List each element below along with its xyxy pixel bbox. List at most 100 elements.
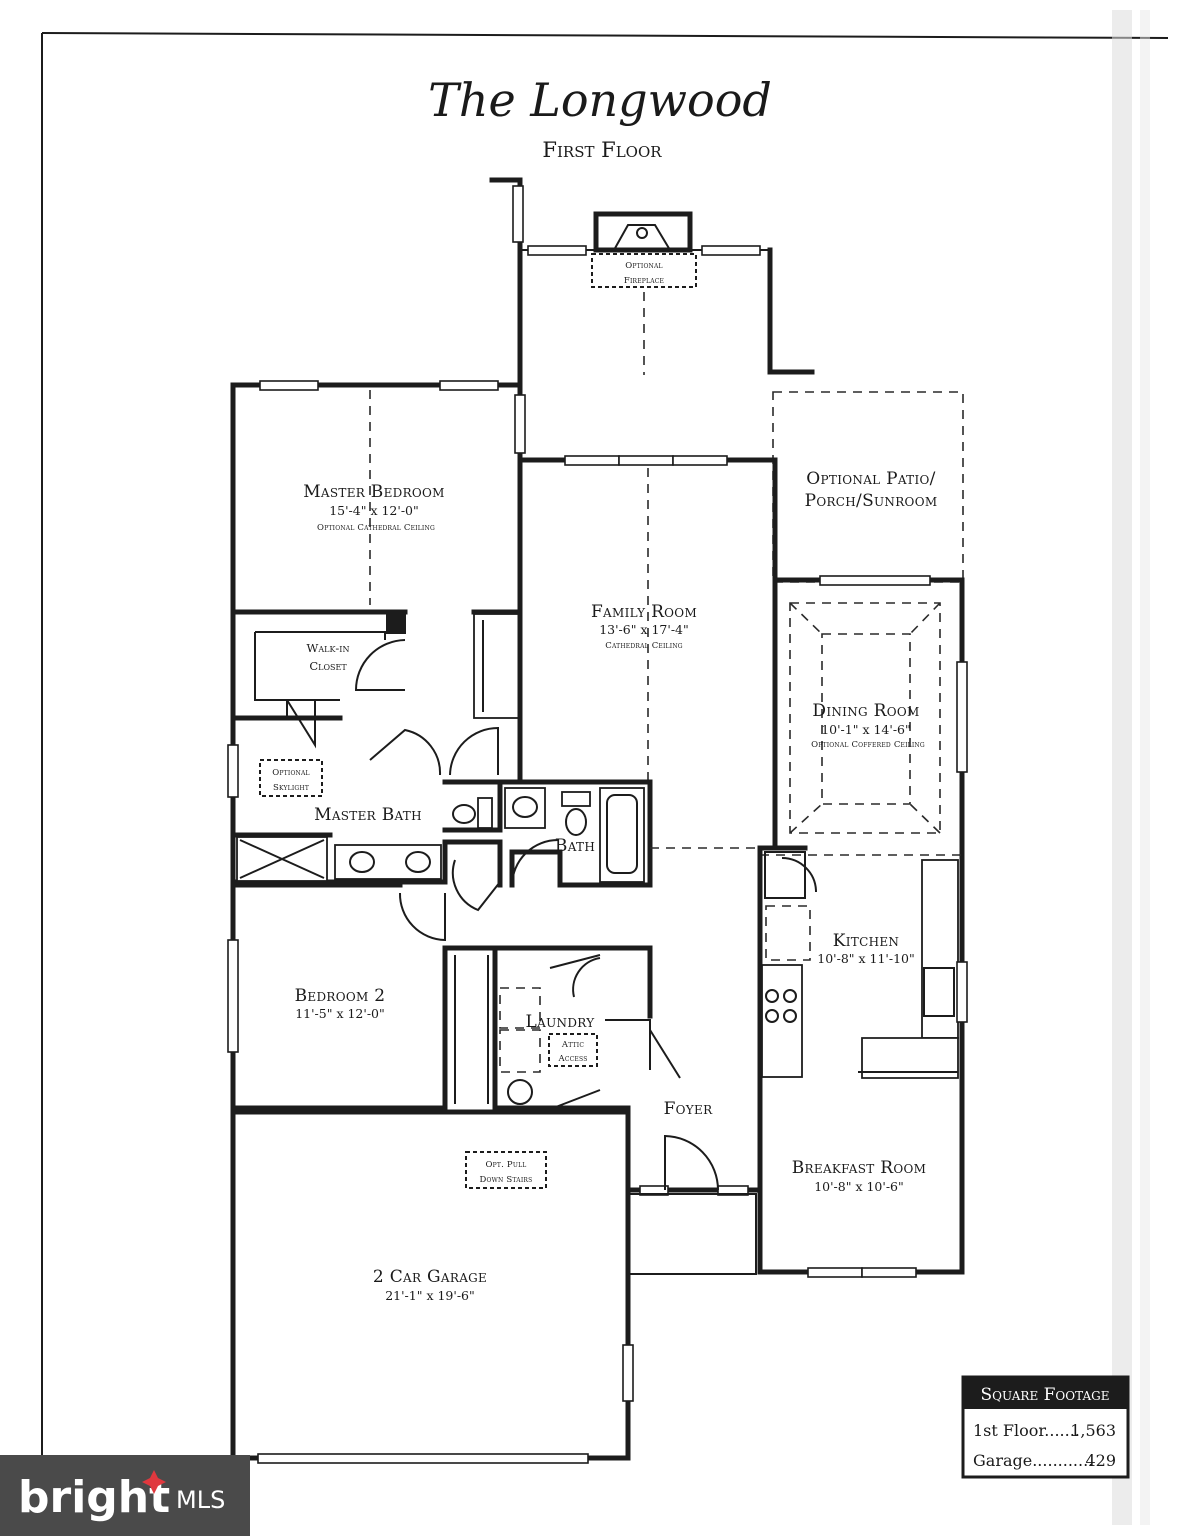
window	[512, 185, 524, 243]
coffered-outer	[789, 602, 941, 834]
logo-brand: bright	[18, 1472, 170, 1523]
bedroom2-walls	[230, 882, 448, 1111]
master-bath-name: Master Bath	[314, 805, 422, 825]
scan-edge-shading-2	[1140, 10, 1150, 1525]
bath-door-swing	[511, 839, 559, 886]
bright-mls-logo: bright MLS	[0, 1455, 250, 1536]
pulldown-label-1: Opt. Pull	[486, 1160, 527, 1170]
sink	[405, 851, 431, 873]
attic-label-2: Access	[557, 1054, 587, 1064]
master-bedroom-note: Optional Cathedral Ceiling	[317, 523, 435, 533]
sink	[349, 851, 375, 873]
skylight-label-2: Skylight	[273, 783, 309, 793]
kitchen-walls	[757, 845, 808, 1275]
bedroom2-door-swing	[398, 892, 446, 942]
front-door-swing	[664, 1134, 719, 1191]
dining-room-dims: 10'-1" x 14'-6"	[821, 722, 911, 737]
burner	[765, 1009, 779, 1023]
shower-drain-lines	[239, 839, 325, 879]
coffered-diagonals	[789, 602, 941, 834]
fireplace-label-1: Optional	[625, 261, 662, 271]
bedroom2-dims: 11'-5" x 12'-0"	[295, 1006, 385, 1021]
laundry-door-2	[547, 1089, 601, 1111]
logo-star-icon	[142, 1470, 166, 1494]
toilet-tank	[477, 797, 493, 829]
breakfast-room-name: Breakfast Room	[792, 1158, 926, 1178]
garage-door	[257, 1453, 589, 1464]
dining-room-note: Optional Coffered Ceiling	[811, 740, 925, 750]
window	[514, 394, 526, 454]
bathtub-basin	[606, 794, 638, 874]
window	[618, 455, 674, 466]
window	[672, 455, 728, 466]
sqft-row-label-1: 1st Floor.......	[973, 1421, 1080, 1440]
burner	[783, 1009, 797, 1023]
sqft-row-value-1: 1,563	[1070, 1421, 1116, 1440]
garage-name: 2 Car Garage	[373, 1267, 487, 1287]
bath-door-swing	[369, 728, 442, 776]
window	[227, 744, 239, 798]
foyer-walls	[597, 1105, 763, 1193]
closet-door-2	[286, 699, 316, 749]
window	[819, 575, 931, 586]
logo-background	[0, 1455, 250, 1536]
bath-name: Bath	[555, 836, 595, 856]
window	[227, 939, 239, 1053]
kitchen-sink	[923, 967, 955, 1017]
square-footage-table: Square Footage 1st Floor....... 1,563 Ga…	[961, 1375, 1130, 1479]
master-bedroom-name: Master Bedroom	[303, 482, 445, 502]
window	[259, 380, 319, 391]
master-bath-walls	[230, 832, 503, 888]
family-room-note: Cathedral Ceiling	[605, 641, 683, 651]
hall-bath-vanity	[504, 787, 546, 829]
patio-label-2: Porch/Sunroom	[805, 491, 938, 511]
laundry-walls	[492, 945, 653, 1111]
attic-access-box	[548, 1033, 598, 1067]
window	[622, 1344, 634, 1402]
pantry-door-swing	[781, 857, 817, 893]
pantry	[764, 851, 806, 899]
kitchen-dims: 10'-8" x 11'-10"	[817, 951, 915, 966]
foyer-name: Foyer	[664, 1099, 714, 1119]
pulldown-label-2: Down Stairs	[480, 1175, 533, 1185]
family-room-name: Family Room	[591, 602, 697, 622]
window	[956, 961, 968, 1023]
bedroom2-name: Bedroom 2	[295, 986, 386, 1006]
burner	[765, 989, 779, 1003]
dining-room-name: Dining Room	[812, 701, 919, 721]
sqft-row-value-2: 429	[1085, 1451, 1116, 1470]
window	[527, 245, 587, 256]
water-heater	[507, 1079, 533, 1105]
burner	[783, 989, 797, 1003]
coat-closet	[605, 1019, 681, 1079]
window	[439, 380, 499, 391]
dryer	[499, 1029, 541, 1073]
linen-door-swing	[451, 859, 501, 912]
walk-in-closet-shelf	[254, 631, 386, 701]
fireplace-label-2: Fireplace	[624, 276, 664, 286]
front-stoop	[627, 1193, 757, 1275]
plan-subtitle: First Floor	[542, 138, 662, 162]
bath-door-swing-2	[449, 726, 499, 776]
double-vanity	[334, 844, 442, 880]
sqft-header: Square Footage	[981, 1385, 1110, 1405]
kitchen-name: Kitchen	[833, 931, 899, 951]
window	[861, 1267, 917, 1278]
toilet-tank	[561, 791, 591, 807]
master-bedroom-dims: 15'-4" x 12'-0"	[329, 503, 419, 518]
closet-door-swing	[354, 639, 406, 691]
skylight-box	[259, 759, 323, 797]
window	[564, 455, 620, 466]
walk-in-closet-label-2: Closet	[309, 659, 347, 673]
breakfast-room-dims: 10'-8" x 10'-6"	[814, 1179, 904, 1194]
sink	[512, 796, 538, 818]
patio-label-1: Optional Patio/	[806, 469, 935, 489]
window	[807, 1267, 863, 1278]
sqft-row-label-2: Garage............	[973, 1451, 1093, 1470]
page-border-top	[41, 32, 1169, 39]
closet-post	[386, 612, 406, 634]
hall-bath-walls	[497, 779, 653, 888]
window	[956, 661, 968, 773]
logo-suffix: MLS	[176, 1486, 225, 1514]
